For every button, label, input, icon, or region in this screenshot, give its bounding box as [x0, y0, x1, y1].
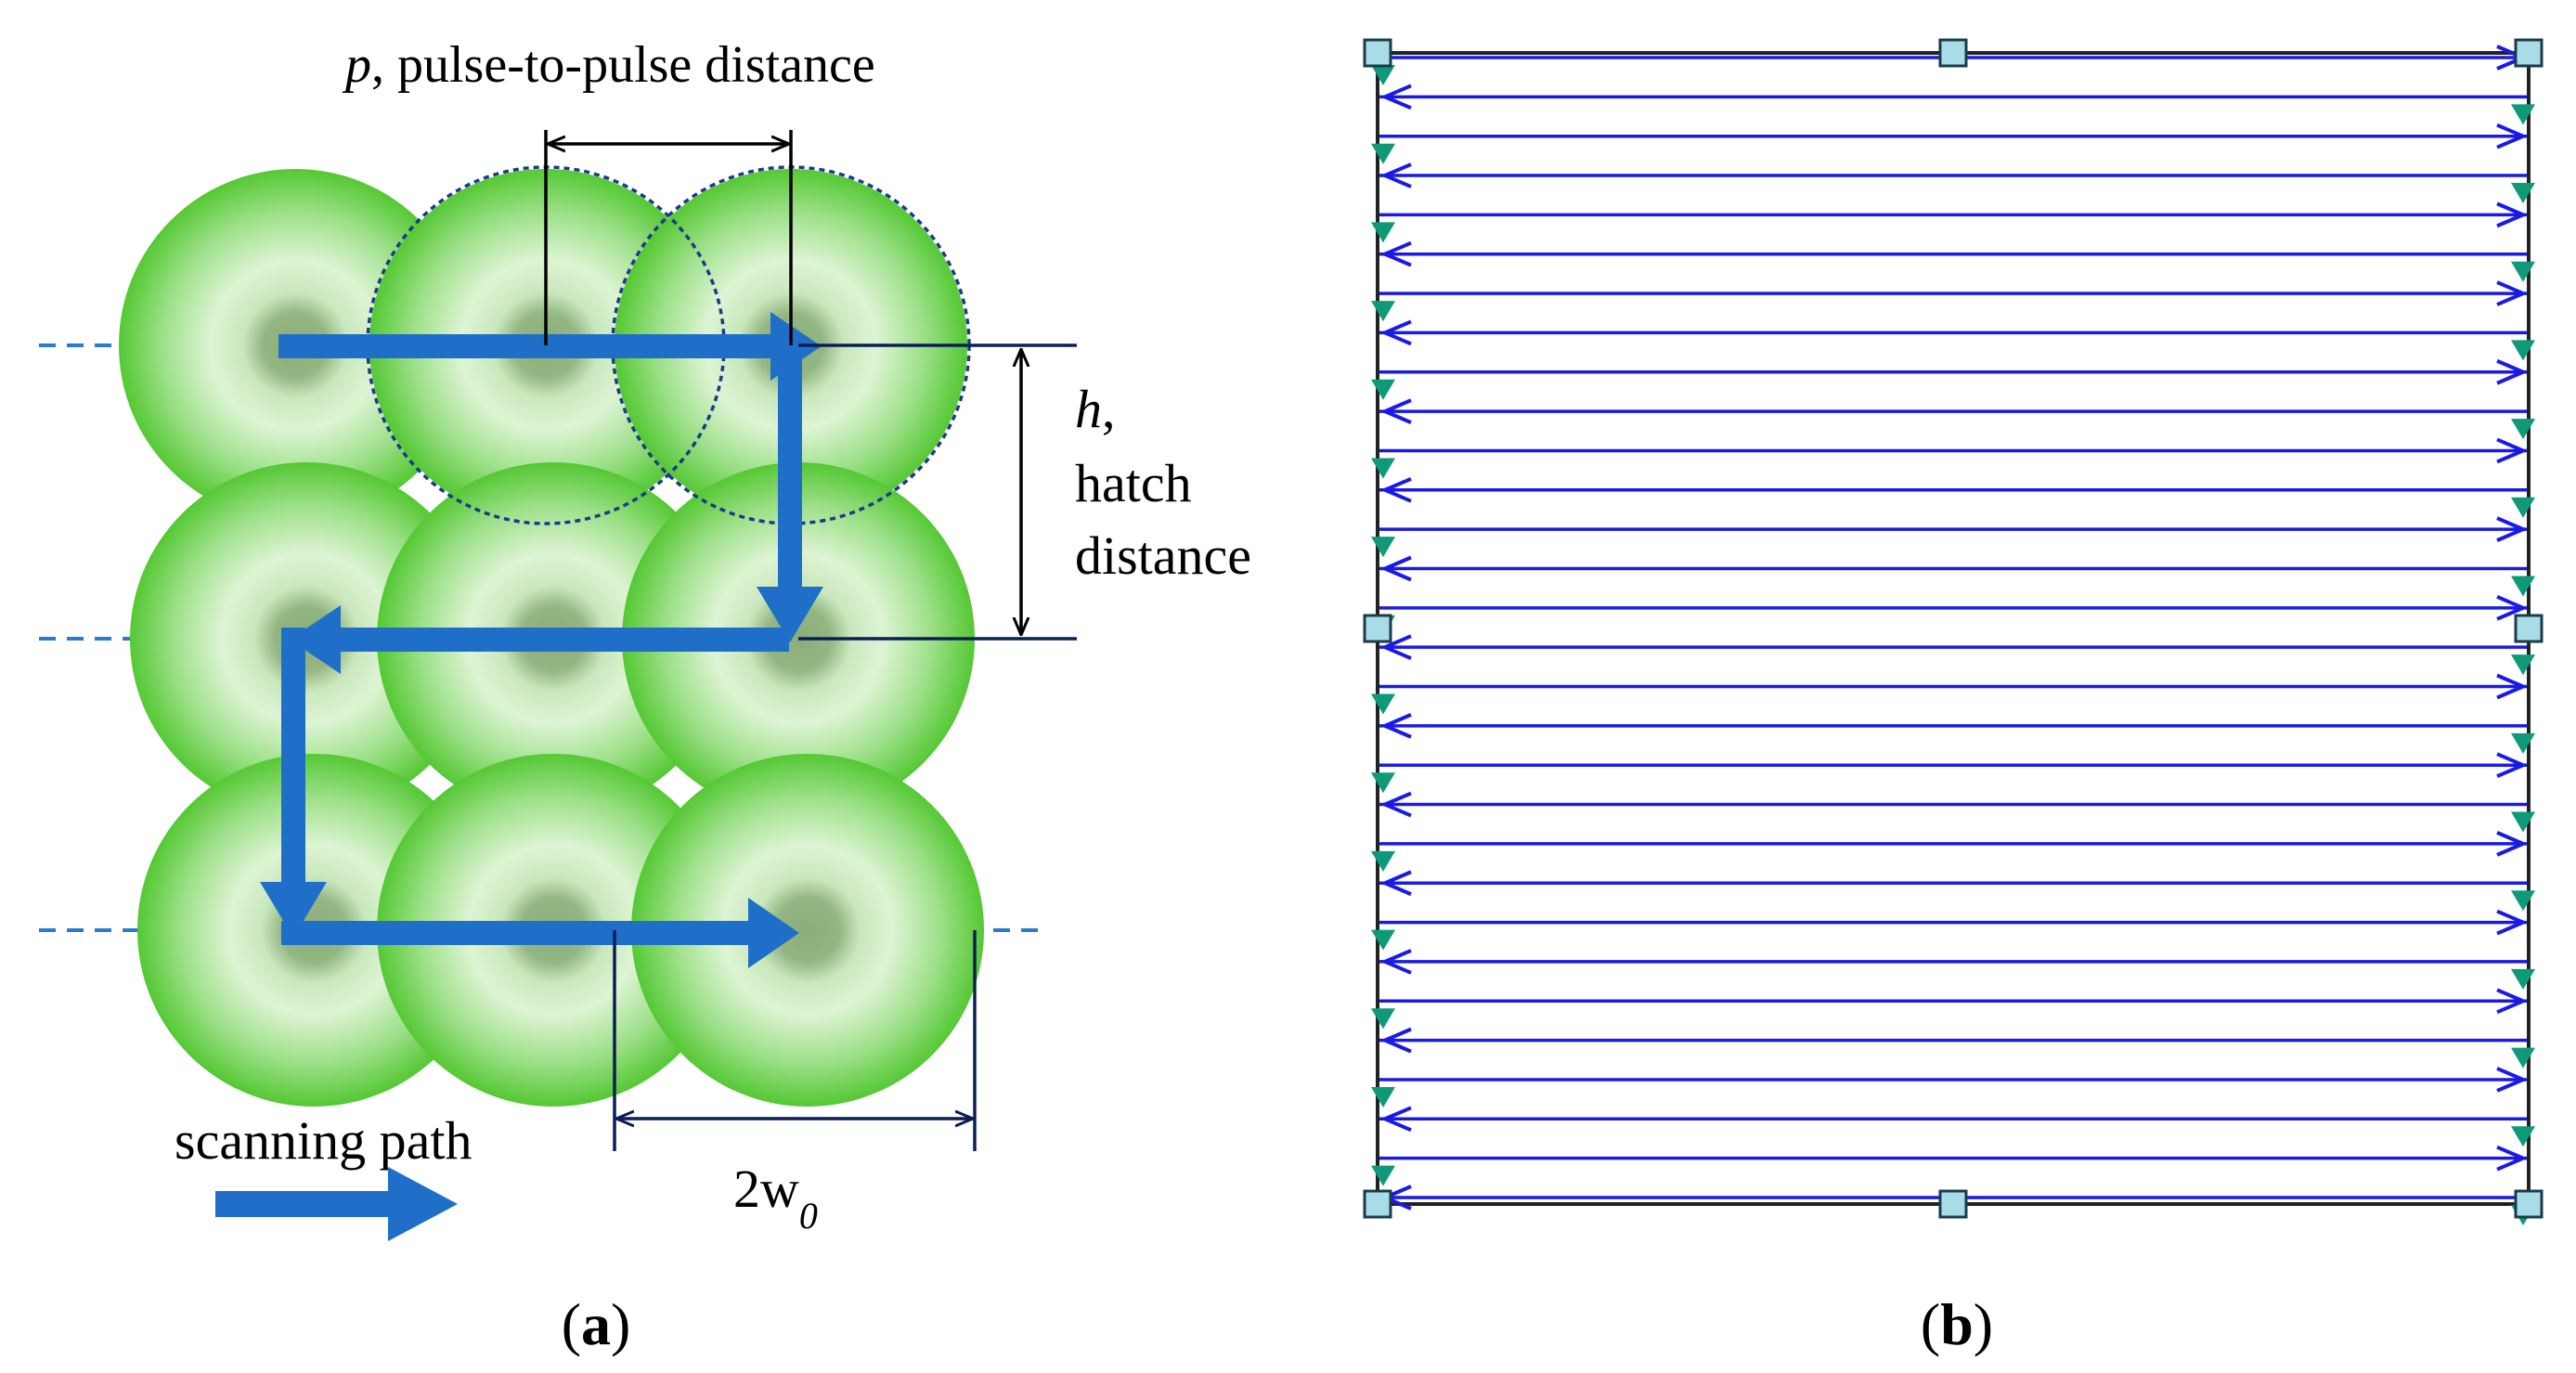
scanning-path-legend-label: scanning path [175, 1110, 472, 1171]
scan-start-marker [2511, 497, 2535, 518]
hatch-scan-lines [1379, 56, 2527, 1199]
scan-start-marker [1371, 772, 1395, 794]
scan-start-marker [2511, 654, 2535, 676]
handle-middle-right[interactable] [2514, 614, 2544, 643]
hatch-arrowhead [1379, 162, 1412, 188]
hatch-arrowhead [2496, 516, 2529, 542]
hatch-bounding-box [1376, 51, 2531, 1206]
hatch-label-var: h, [1075, 379, 1116, 439]
hatch-arrowhead [2496, 437, 2529, 464]
hatch-arrowhead [2496, 1067, 2529, 1093]
hatch-arrowhead [2496, 988, 2529, 1015]
scan-start-marker [2511, 968, 2535, 990]
scan-start-marker [1371, 1008, 1395, 1030]
scan-start-marker [2511, 890, 2535, 912]
scan-start-marker [1371, 143, 1395, 164]
hatch-arrowhead [1379, 476, 1412, 503]
scan-start-marker [1371, 458, 1395, 479]
hatch-arrowhead [1379, 870, 1412, 897]
hatch-arrowhead [2496, 201, 2529, 228]
scan-start-marker [1371, 850, 1395, 872]
hatch-arrowhead [1379, 240, 1412, 267]
laser-spot [631, 754, 984, 1107]
hatch-arrowhead [2496, 909, 2529, 936]
scan-start-marker [1371, 1086, 1395, 1107]
scan-start-marker [2511, 183, 2535, 204]
selection-handles [1363, 38, 2544, 1219]
hatch-arrowhead [1379, 1027, 1412, 1054]
handle-top-middle[interactable] [1938, 38, 1968, 68]
hatch-arrowhead [1379, 319, 1412, 346]
scan-start-marker [2511, 732, 2535, 754]
hatch-arrowhead [1379, 555, 1412, 582]
hatch-distance-dimension [798, 343, 1077, 641]
scan-start-marker [2511, 104, 2535, 125]
handle-middle-left[interactable] [1363, 614, 1392, 643]
handle-bottom-left[interactable] [1363, 1189, 1392, 1219]
hatch-label-line3: distance [1075, 525, 1251, 586]
pulse-distance-label: p, pulse-to-pulse distance [342, 36, 875, 94]
panel-b-caption: (b) [1921, 1291, 1993, 1357]
hatch-arrowhead [2496, 1145, 2529, 1172]
scan-start-marker [1371, 693, 1395, 715]
scan-start-marker [1371, 537, 1395, 558]
handle-top-left[interactable] [1363, 38, 1392, 68]
scan-start-marker [2511, 1047, 2535, 1069]
scan-start-marker [2511, 261, 2535, 282]
hatch-arrowhead [2496, 123, 2529, 149]
hatch-start-markers [1371, 45, 2535, 1225]
hatch-arrowhead [2496, 673, 2529, 700]
panel-a-scanning-strategy: p, pulse-to-pulse distance h, hatch dist… [39, 36, 1251, 1357]
handle-bottom-right[interactable] [2514, 1189, 2544, 1219]
scan-start-marker [1371, 65, 1395, 85]
panel-a-caption: (a) [562, 1291, 631, 1357]
scan-start-marker [2511, 576, 2535, 597]
hatch-arrowhead [1379, 791, 1412, 818]
hatch-arrowhead [2496, 594, 2529, 621]
scan-start-marker [1371, 1165, 1395, 1186]
panel-b-hatch-pattern: (b) [1363, 38, 2544, 1357]
hatch-arrowhead [1379, 1106, 1412, 1133]
hatch-arrowhead [2496, 358, 2529, 385]
hatch-arrowhead [1379, 949, 1412, 975]
scanning-path-legend-arrow [215, 1167, 458, 1241]
hatch-arrowhead [2496, 280, 2529, 306]
scanning-path-arrow [260, 312, 823, 968]
scan-start-marker [2511, 811, 2535, 833]
scan-start-marker [2511, 340, 2535, 361]
scan-start-marker [1371, 379, 1395, 400]
scan-start-marker [1371, 301, 1395, 322]
handle-bottom-middle[interactable] [1938, 1189, 1968, 1219]
hatch-arrowhead [1379, 398, 1412, 424]
hatch-arrowhead [1379, 84, 1412, 110]
handle-top-right[interactable] [2514, 38, 2544, 68]
scan-start-marker [1371, 222, 1395, 243]
spot-diameter-dimension [613, 930, 977, 1151]
scan-start-marker [2511, 419, 2535, 440]
hatch-arrowhead [1379, 634, 1412, 661]
scan-start-marker [2511, 1126, 2535, 1147]
hatch-label-line2: hatch [1075, 453, 1192, 513]
hatch-arrowhead [2496, 752, 2529, 779]
pulse-distance-dimension [544, 130, 793, 345]
diameter-label: 2w0 [733, 1159, 818, 1237]
scan-start-marker [1371, 929, 1395, 951]
hatch-arrowhead [1379, 713, 1412, 739]
hatch-arrowhead [2496, 831, 2529, 857]
